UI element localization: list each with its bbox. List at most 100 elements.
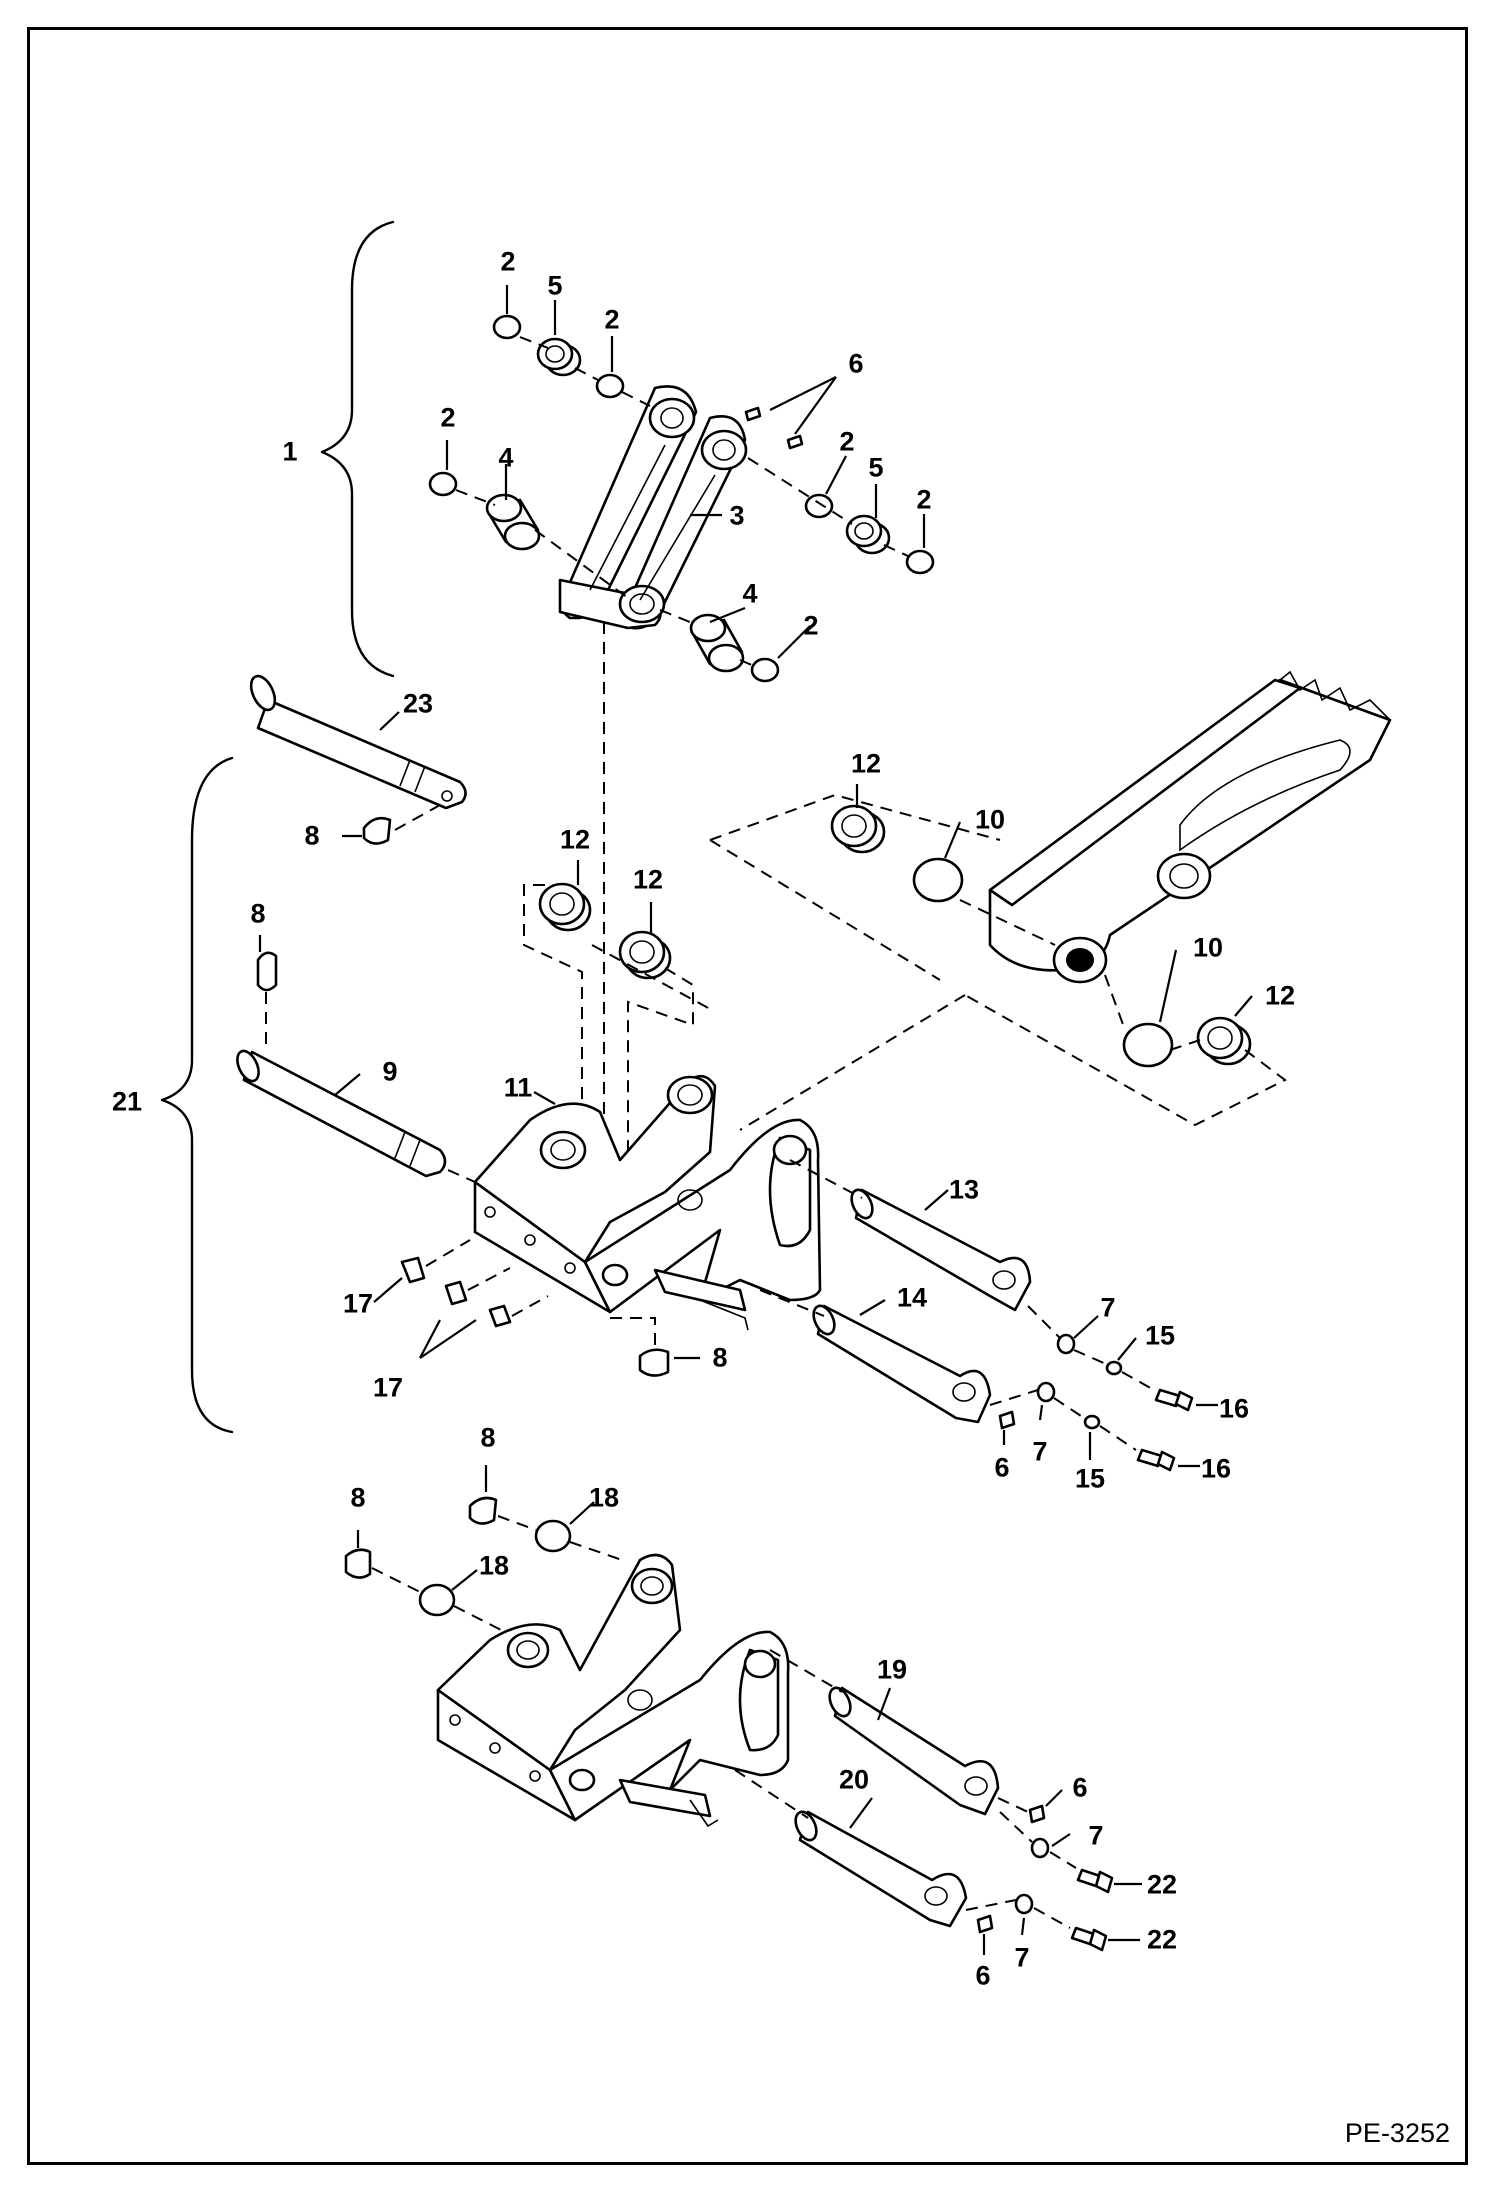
callout-label: 12 <box>559 824 591 855</box>
callout-label: 12 <box>850 748 882 779</box>
bushing-7-c <box>1030 1837 1050 1859</box>
seal-5-a <box>536 337 582 377</box>
bushing-7-a <box>1056 1333 1076 1355</box>
bushing-7-b <box>1036 1381 1056 1403</box>
callout-label: 22 <box>1146 1924 1178 1955</box>
callout-label: 7 <box>1088 1820 1104 1851</box>
callout-label: 2 <box>440 402 456 433</box>
pin-9-part <box>236 1049 447 1178</box>
callout-label: 7 <box>1032 1436 1048 1467</box>
pin-20-part <box>794 1810 968 1928</box>
callout-label: 17 <box>372 1372 404 1403</box>
pin-13-part <box>850 1188 1032 1312</box>
callout-label: 6 <box>994 1452 1010 1483</box>
callout-label: 8 <box>712 1342 728 1373</box>
lock-pin-8-d <box>468 1496 498 1525</box>
callout-label: 1 <box>282 436 298 467</box>
callout-label: 10 <box>1192 932 1224 963</box>
washer-18-a <box>534 1519 572 1553</box>
grease-fitting-6-e <box>976 1914 994 1934</box>
washer-2-a <box>492 314 522 340</box>
grease-fitting-6-a <box>744 406 762 422</box>
callout-label: 13 <box>948 1174 980 1205</box>
callout-label: 7 <box>1100 1292 1116 1323</box>
callout-label: 10 <box>974 804 1006 835</box>
seal-12-c <box>618 930 672 980</box>
callout-label: 6 <box>975 1960 991 1991</box>
lock-pin-8-c <box>638 1348 670 1377</box>
bushing-4-b <box>689 613 745 673</box>
bushing-4-a <box>485 493 541 551</box>
callout-label: 15 <box>1074 1463 1106 1494</box>
washer-15-a <box>1105 1360 1123 1376</box>
callout-label: 5 <box>868 452 884 483</box>
callout-label: 2 <box>604 304 620 335</box>
washer-15-b <box>1083 1414 1101 1430</box>
pin-19-part <box>828 1686 1000 1816</box>
washer-2-f <box>750 657 780 683</box>
callout-label: 16 <box>1200 1453 1232 1484</box>
callout-label: 16 <box>1218 1393 1250 1424</box>
callout-label: 8 <box>480 1422 496 1453</box>
callout-label: 2 <box>839 426 855 457</box>
washer-2-b <box>595 373 625 399</box>
group-21-brace <box>160 756 234 1434</box>
lock-pin-8-e <box>344 1548 372 1579</box>
plug-17-b <box>444 1280 468 1306</box>
callout-label: 4 <box>498 442 514 473</box>
washer-2-d <box>804 493 834 519</box>
seal-12-d <box>1196 1016 1252 1066</box>
group-1-brace <box>320 220 395 678</box>
callout-label: 5 <box>547 270 563 301</box>
callout-label: 15 <box>1144 1320 1176 1351</box>
callout-label: 3 <box>729 500 745 531</box>
grease-fitting-6-b <box>786 434 804 450</box>
lock-pin-8-a <box>362 816 392 845</box>
bolt-16-a <box>1154 1388 1194 1412</box>
plug-17-c <box>488 1304 512 1328</box>
callout-label: 22 <box>1146 1869 1178 1900</box>
callout-label: 7 <box>1014 1942 1030 1973</box>
callout-label: 8 <box>304 820 320 851</box>
callout-label: 9 <box>382 1056 398 1087</box>
callout-label: 18 <box>478 1550 510 1581</box>
lock-pin-8-b <box>256 951 278 992</box>
grease-fitting-6-d <box>1028 1804 1046 1824</box>
diagram-frame <box>27 27 1468 2165</box>
callout-label: 4 <box>742 578 758 609</box>
callout-label: 8 <box>350 1482 366 1513</box>
plug-17-a <box>400 1256 426 1284</box>
callout-label: 20 <box>838 1764 870 1795</box>
washer-2-e <box>905 549 935 575</box>
callout-label: 11 <box>503 1072 533 1103</box>
callout-label: 2 <box>916 484 932 515</box>
callout-label: 14 <box>896 1282 928 1313</box>
callout-label: 2 <box>803 610 819 641</box>
pin-14-part <box>812 1304 992 1424</box>
bolt-22-b <box>1070 1926 1108 1952</box>
callout-label: 18 <box>588 1482 620 1513</box>
bucket-link-part <box>558 385 748 630</box>
o-ring-10-b <box>1122 1022 1174 1068</box>
callout-label: 2 <box>500 246 516 277</box>
coupler-frame-bottom-part <box>436 1553 790 1828</box>
callout-label: 19 <box>876 1654 908 1685</box>
pin-23-part <box>249 674 467 810</box>
grease-fitting-6-c <box>998 1410 1016 1430</box>
coupler-frame-11-part <box>473 1074 822 1331</box>
washer-18-b <box>418 1583 456 1617</box>
bolt-16-b <box>1136 1448 1176 1472</box>
callout-label: 6 <box>848 348 864 379</box>
dipper-arm-part <box>988 670 1392 984</box>
bushing-7-d <box>1014 1893 1034 1915</box>
leader-lines <box>258 285 1253 1955</box>
callout-label: 6 <box>1072 1772 1088 1803</box>
callout-label: 17 <box>342 1288 374 1319</box>
o-ring-10-a <box>912 857 964 903</box>
bolt-22-a <box>1076 1868 1114 1894</box>
seal-12-b <box>538 882 592 932</box>
washer-2-c <box>428 471 458 497</box>
callout-label: 23 <box>402 688 434 719</box>
